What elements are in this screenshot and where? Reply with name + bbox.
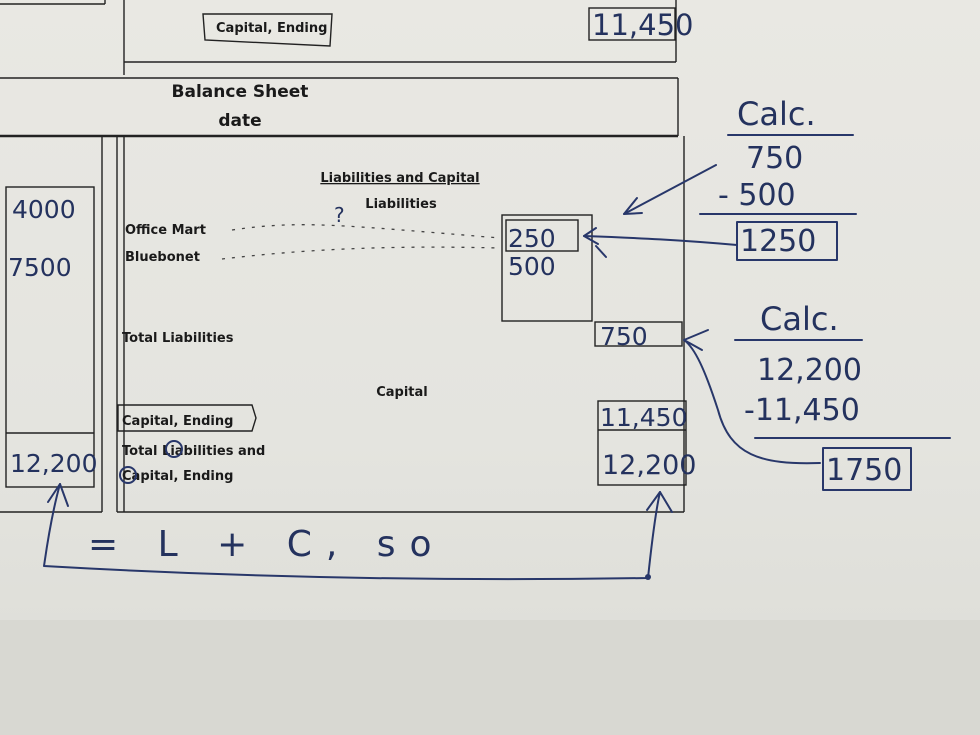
calc-2-result: 1750 [826, 453, 902, 488]
calc-2-line1: 12,200 [757, 353, 862, 388]
total-assets-value: 12,200 [10, 449, 97, 478]
bracket-dot [645, 574, 651, 580]
total-liabilities-box [594, 321, 683, 347]
total-liabilities-capital-label-line1: Total Liabilities and [122, 444, 265, 459]
balance-sheet-header: Balance Sheet date [0, 77, 679, 138]
capital-totals-box [597, 400, 687, 486]
asset-value-2: 7500 [8, 253, 72, 282]
office-mart-value-box [505, 219, 579, 252]
calc-1-result-box [736, 221, 838, 261]
liability-value-office-mart: 250 [508, 224, 556, 253]
calc-1-line2: - 500 [718, 178, 796, 213]
calc-2-result-box [822, 447, 912, 491]
calc-2-annotation: Calc. 12,200 -11,450 1750 [734, 300, 951, 491]
balance-sheet-date: date [218, 111, 261, 131]
balance-sheet-title: Balance Sheet [172, 82, 309, 102]
total-liabilities-value: 750 [600, 322, 648, 351]
liabilities-capital-section: Liabilities and Capital Liabilities Offi… [117, 136, 696, 513]
annotation-arrows [583, 164, 821, 465]
circle-l-mark [165, 440, 183, 458]
calc-1-title: Calc. [737, 95, 816, 133]
calc-1-annotation: Calc. 750 - 500 1250 [699, 95, 857, 261]
desk-area [0, 620, 980, 735]
total-liabilities-capital-value: 12,200 [602, 450, 696, 481]
question-mark: ? [334, 203, 345, 227]
top-capital-box [588, 7, 676, 41]
equation-bracket: = L + C, so [43, 483, 673, 581]
circle-c-mark [119, 466, 137, 484]
calc-2-title: Calc. [760, 300, 839, 338]
assets-column: 4000 7500 12,200 [0, 136, 118, 513]
equation-text: = L + C, so [88, 524, 446, 565]
liability-label-bluebonet: Bluebonet [125, 250, 200, 265]
liabilities-values-box [501, 214, 593, 322]
capital-heading: Capital [376, 385, 428, 400]
capital-ending-label: Capital, Ending [122, 414, 233, 429]
capital-ending-label-box [117, 404, 257, 432]
total-liabilities-capital-label-line2: Capital, Ending [122, 469, 233, 484]
capital-ending-value: 11,450 [600, 403, 687, 432]
liability-value-bluebonet: 500 [508, 252, 556, 281]
connector-dotted-lines: ? [221, 203, 501, 260]
top-capital-ending-label: Capital, Ending [216, 21, 327, 36]
calc-1-result: 1250 [740, 224, 816, 259]
top-capital-ending-label-box [202, 13, 333, 47]
assets-values-box [5, 186, 95, 488]
liabilities-heading: Liabilities [365, 197, 437, 212]
liabilities-capital-heading: Liabilities and Capital [320, 171, 479, 186]
top-capital-ending-value: 11,450 [592, 8, 693, 42]
liability-label-office-mart: Office Mart [125, 223, 206, 238]
top-section: Capital, Ending 11,450 [0, 0, 693, 75]
total-liabilities-label: Total Liabilities [122, 331, 234, 346]
calc-1-line1: 750 [746, 141, 803, 176]
calc-2-line2: -11,450 [744, 393, 860, 428]
asset-value-1: 4000 [12, 195, 76, 224]
